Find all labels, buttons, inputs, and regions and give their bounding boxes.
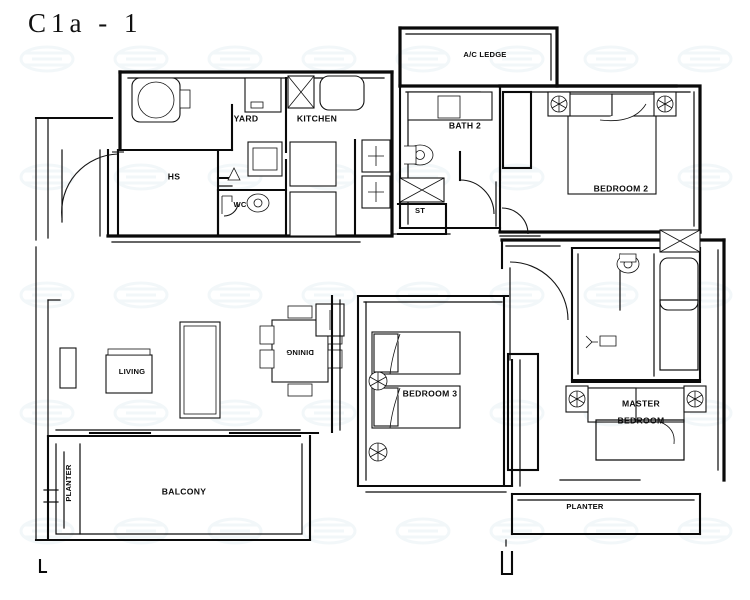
room-label-bath-2: BATH 2 [449, 120, 481, 130]
ac-ledge-walls [398, 26, 678, 93]
balcony-walls [43, 434, 702, 576]
room-label-balcony: BALCONY [162, 486, 207, 496]
room-label-hs: HS [168, 171, 181, 181]
room-label-st: ST [415, 206, 425, 215]
room-label-yard: YARD [234, 113, 259, 123]
bedroom3-walls [356, 294, 540, 493]
room-label-master-bedroom-line1: MASTER [622, 398, 661, 408]
bath2-walls [391, 84, 502, 236]
service-fittings [131, 75, 391, 237]
room-label-ac-ledge: A/C LEDGE [463, 50, 506, 59]
room-label-planter-right: PLANTER [566, 502, 604, 511]
room-label-planter-left: PLANTER [64, 464, 73, 502]
living-dining-walls [46, 294, 345, 438]
service-zone-walls [61, 70, 394, 243]
master-suite-walls [500, 229, 726, 488]
bedroom2-walls [498, 84, 702, 237]
plan-title: C1a - 1 [28, 8, 143, 38]
room-label-master-bedroom-line2: BEDROOM [618, 415, 665, 425]
room-label-living: LIVING [119, 367, 146, 376]
room-label-dining: DINING [286, 348, 314, 357]
room-label-wc: WC [233, 200, 246, 209]
room-label-bedroom-2: BEDROOM 2 [594, 183, 649, 193]
room-label-kitchen: KITCHEN [297, 113, 337, 123]
room-label-bedroom-3: BEDROOM 3 [403, 388, 458, 398]
